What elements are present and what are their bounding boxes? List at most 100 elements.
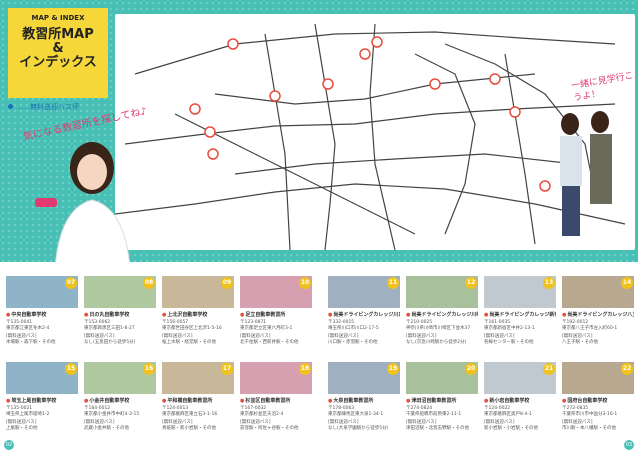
bus-label: [無料送迎バス] <box>562 334 593 339</box>
school-number: 16 <box>143 363 155 375</box>
school-number: 08 <box>143 277 155 289</box>
bus-stops: 各線センター駅・その他 <box>484 340 534 345</box>
school-card[interactable]: 16 小金井自動車学校 〒184-0012 東京都小金井市中町4-3-15 [無… <box>84 362 156 444</box>
school-name: 国府台自動車学校 <box>562 397 634 404</box>
school-number: 07 <box>65 277 77 289</box>
students-photo <box>560 111 612 236</box>
school-address: 東京都練馬区東大泉1-34-1 <box>328 412 384 417</box>
bus-label: [無料送迎バス] <box>240 420 271 425</box>
school-number: 11 <box>387 277 399 289</box>
bus-stops: なし(京急川崎駅から徒歩2分) <box>406 340 467 345</box>
page-number-left: 02 <box>4 440 14 450</box>
school-card[interactable]: 22 国府台自動車学校 〒272-0835 千葉県市川市中国分3-16-1 [無… <box>562 362 634 444</box>
route-map <box>114 14 635 251</box>
school-zip: 〒184-0012 <box>84 406 111 411</box>
bus-stops: なし(五反田から徒歩5分) <box>84 340 136 345</box>
school-name: 杉並区自動車教習所 <box>240 397 312 404</box>
school-card[interactable]: 19 大泉自動車教習所 〒178-0063 東京都練馬区東大泉1-34-1 [無… <box>328 362 400 444</box>
bus-label: [無料送迎バス] <box>562 420 593 425</box>
school-address: 東京都世田谷区上北沢1-5-16 <box>162 326 222 331</box>
railway-network <box>114 23 626 251</box>
bus-stops: 上尾駅・その他 <box>6 426 38 431</box>
woman-photo <box>35 142 131 268</box>
school-zip: 〒210-0025 <box>406 320 433 325</box>
school-number: 10 <box>299 277 311 289</box>
school-zip: 〒156-0057 <box>162 320 189 325</box>
school-zip: 〒124-0013 <box>162 406 189 411</box>
school-address: 東京都江東区冬木2-4 <box>6 326 50 331</box>
school-number: 20 <box>465 363 477 375</box>
bus-stops: なし(大泉学園駅から徒歩5分) <box>328 426 389 431</box>
school-address: 東京都杉並区天沼2-4 <box>240 412 284 417</box>
school-card[interactable]: 10 足立自動車教習所 〒123-0871 東京都足立区東六月町3-1 [無料送… <box>240 276 312 358</box>
school-address: 東京都八王子市左入町60-1 <box>562 326 618 331</box>
title-badge: MAP & INDEX 教習所MAP & インデックス <box>8 8 108 98</box>
school-name: 上北沢自動車学校 <box>162 311 234 318</box>
school-zip: 〒135-0041 <box>6 320 33 325</box>
school-number: 17 <box>221 363 233 375</box>
school-card[interactable]: 17 平和橋自動車教習所 〒124-0013 東京都葛飾区東立石3-1-16 [… <box>162 362 234 444</box>
bus-label: [無料送迎バス] <box>162 420 193 425</box>
bus-label: [無料送迎バス] <box>6 334 37 339</box>
subtitle: MAP & INDEX <box>31 14 85 22</box>
school-card[interactable]: 20 津田沼自動車教習所 〒274-0824 千葉県船橋市前原東2-11-1 [… <box>406 362 478 444</box>
bus-stops: 津田沼駅・北習志野駅・その他 <box>406 426 469 431</box>
school-address: 東京都葛飾区東立石3-1-16 <box>162 412 218 417</box>
school-card[interactable]: 21 新小岩自動車学校 〒124-0022 東京都葛飾区奥戸8-4-1 [無料送… <box>484 362 556 444</box>
school-zip: 〒123-0871 <box>240 320 267 325</box>
school-address: 東京都足立区東六月町3-1 <box>240 326 293 331</box>
page-title: 教習所MAP & インデックス <box>19 27 97 70</box>
school-name: 埼玉上尾自動車学校 <box>6 397 78 404</box>
school-address: 東京都葛飾区奥戸8-4-1 <box>484 412 532 417</box>
school-address: 東京都小金井市中町4-3-15 <box>84 412 140 417</box>
bus-stops: 桜上水駅・経堂駅・その他 <box>162 340 216 345</box>
bus-stop-icon <box>8 104 13 109</box>
bus-label: [無料送迎バス] <box>240 334 271 339</box>
school-number: 14 <box>621 277 633 289</box>
school-name: 日の丸自動車学校 <box>84 311 156 318</box>
bus-label: [無料送迎バス] <box>406 334 437 339</box>
bus-label: [無料送迎バス] <box>162 334 193 339</box>
school-name: 津田沼自動車教習所 <box>406 397 478 404</box>
school-card[interactable]: 11 尚美ドライビングカレッジ川口 〒332-0015 埼玉県川口市川口2-17… <box>328 276 400 358</box>
bus-label: [無料送迎バス] <box>84 334 115 339</box>
school-name: 平和橋自動車教習所 <box>162 397 234 404</box>
school-address: 神奈川県川崎市川崎区下並木37 <box>406 326 471 331</box>
school-zip: 〒332-0015 <box>328 320 355 325</box>
school-zip: 〒124-0022 <box>484 406 511 411</box>
school-number: 12 <box>465 277 477 289</box>
school-name: 尚美ドライビングカレッジ川口 <box>328 311 400 318</box>
bus-label: [無料送迎バス] <box>484 420 515 425</box>
bus-stops: 川口駅・赤羽駅・その他 <box>328 340 378 345</box>
school-card[interactable]: 09 上北沢自動車学校 〒156-0057 東京都世田谷区上北沢1-5-16 [… <box>162 276 234 358</box>
school-card[interactable]: 15 埼玉上尾自動車学校 〒135-0021 埼玉県上尾市堤崎1-2 [無料送迎… <box>6 362 78 444</box>
school-address: 東京都新宿区中井2-13-1 <box>484 326 535 331</box>
bus-label: [無料送迎バス] <box>84 420 115 425</box>
school-card[interactable]: 08 日の丸自動車学校 〒153-0062 東京都目黒区三田1-6-27 [無料… <box>84 276 156 358</box>
school-address: 東京都目黒区三田1-6-27 <box>84 326 135 331</box>
bus-stops: 新小岩駅・小岩駅・その他 <box>484 426 538 431</box>
map-legend: ……無料送迎バス停 <box>8 102 79 112</box>
school-card[interactable]: 14 尚美ドライビングカレッジ八王子 〒192-0012 東京都八王子市左入町6… <box>562 276 634 358</box>
school-number: 15 <box>65 363 77 375</box>
school-zip: 〒272-0835 <box>562 406 589 411</box>
school-number: 21 <box>543 363 555 375</box>
school-number: 09 <box>221 277 233 289</box>
school-number: 13 <box>543 277 555 289</box>
bus-label: [無料送迎バス] <box>6 420 37 425</box>
school-card[interactable]: 07 中央自動車学校 〒135-0041 東京都江東区冬木2-4 [無料送迎バス… <box>6 276 78 358</box>
bus-stops: 武蔵小金井駅・その他 <box>84 426 129 431</box>
school-name: 尚美ドライビングカレッジ新宿 <box>484 311 556 318</box>
school-zip: 〒178-0063 <box>328 406 355 411</box>
school-number: 22 <box>621 363 633 375</box>
school-card[interactable]: 12 尚美ドライビングカレッジ川崎 〒210-0025 神奈川県川崎市川崎区下並… <box>406 276 478 358</box>
bus-label: [無料送迎バス] <box>484 334 515 339</box>
bus-stops: 荻窪駅・阿佐ヶ谷駅・その他 <box>240 426 299 431</box>
school-card[interactable]: 13 尚美ドライビングカレッジ新宿 〒161-0035 東京都新宿区中井2-13… <box>484 276 556 358</box>
school-zip: 〒274-0824 <box>406 406 433 411</box>
divider <box>0 262 638 270</box>
school-name: 尚美ドライビングカレッジ川崎 <box>406 311 478 318</box>
school-card[interactable]: 18 杉並区自動車教習所 〒167-0032 東京都杉並区天沼2-4 [無料送迎… <box>240 362 312 444</box>
school-number: 18 <box>299 363 311 375</box>
school-address: 埼玉県上尾市堤崎1-2 <box>6 412 50 417</box>
